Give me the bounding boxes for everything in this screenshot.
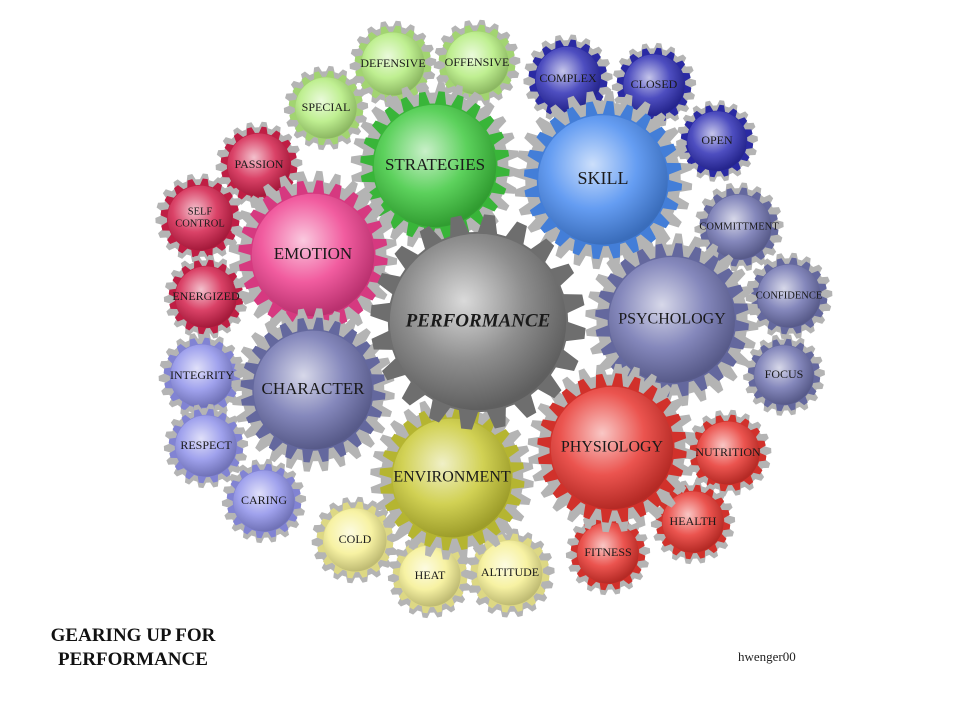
- diagram-caption: GEARING UP FOR PERFORMANCE: [18, 624, 248, 672]
- sub-gear-fitness: FITNESS: [565, 510, 651, 596]
- sub-gear-confidence: CONFIDENCE: [745, 252, 833, 340]
- main-gear-character: CHARACTER: [231, 308, 395, 472]
- gear-label: SKILL: [578, 168, 629, 188]
- gear-label: HEAT: [415, 568, 446, 582]
- gear-face: [399, 545, 461, 607]
- gear-label: PSYCHOLOGY: [618, 311, 726, 328]
- gear-face: [323, 508, 387, 572]
- gear-label: ENERGIZED: [172, 289, 240, 303]
- gear-label: ENVIRONMENT: [393, 469, 511, 486]
- gear-face: [233, 470, 295, 532]
- sub-gear-special: SPECIAL: [283, 65, 369, 151]
- sub-gear-offensive: OFFENSIVE: [433, 19, 521, 107]
- gear-face: [538, 115, 668, 245]
- sub-gear-open: OPEN: [676, 100, 758, 182]
- sub-gear-passion: PASSION: [215, 121, 303, 209]
- sub-gear-caring: CARING: [221, 458, 307, 544]
- gear-face: [662, 491, 724, 553]
- gear-label: CONFIDENCE: [756, 290, 823, 301]
- gear-face: [170, 344, 234, 408]
- gear-label: SPECIAL: [302, 100, 351, 114]
- gear-label: RESPECT: [180, 438, 232, 452]
- main-gear-emotion: EMOTION: [228, 170, 398, 340]
- gear-label: DEFENSIVE: [360, 56, 425, 70]
- gear-face: [477, 540, 543, 606]
- gear-label: OPEN: [701, 133, 733, 147]
- main-gear-psychology: PSYCHOLOGY: [585, 233, 759, 407]
- main-gear-strategies: STRATEGIES: [350, 81, 520, 251]
- sub-gear-focus: FOCUS: [743, 334, 825, 416]
- gear-face: [251, 193, 375, 317]
- caption-line-2: PERFORMANCE: [58, 649, 208, 670]
- gear-face: [361, 32, 425, 96]
- gear-label: COMPLEX: [539, 71, 597, 85]
- gear-label: CONTROL: [175, 218, 225, 229]
- gear-label: FOCUS: [765, 367, 804, 381]
- sub-gear-defensive: DEFENSIVE: [349, 20, 437, 108]
- gear-face: [392, 418, 512, 538]
- gear-label: EMOTION: [274, 244, 352, 263]
- gear-face: [757, 264, 821, 328]
- gear-face: [445, 31, 509, 95]
- gear-face: [389, 233, 567, 411]
- gear-label: STRATEGIES: [385, 155, 485, 174]
- main-gear-environment: ENVIRONMENT: [370, 396, 534, 560]
- gear-face: [706, 194, 772, 260]
- gear-label: PASSION: [235, 157, 284, 171]
- sub-gear-integrity: INTEGRITY: [158, 332, 246, 420]
- gear-face: [623, 54, 685, 116]
- gear-label: ALTITUDE: [481, 565, 539, 579]
- caption-line-1: GEARING UP FOR: [50, 625, 216, 646]
- gear-face: [167, 185, 233, 251]
- main-gear-physiology: PHYSIOLOGY: [527, 363, 697, 533]
- author-credit: hwenger00: [738, 649, 796, 664]
- sub-gear-committment: COMMITTMENT: [694, 182, 784, 272]
- gear-label: INTEGRITY: [170, 368, 234, 382]
- gear-face: [535, 46, 601, 112]
- gear-label: PHYSIOLOGY: [561, 439, 664, 456]
- gear-face: [687, 111, 747, 171]
- gear-face: [295, 77, 357, 139]
- sub-gear-nutrition: NUTRITION: [684, 409, 772, 497]
- gear-label: CHARACTER: [262, 379, 366, 398]
- gear-label: SELF: [188, 206, 213, 217]
- gear-label: COMMITTMENT: [699, 221, 779, 232]
- gear-face: [253, 330, 373, 450]
- sub-gear-respect: RESPECT: [163, 403, 249, 489]
- gear-label: PERFORMANCE: [405, 310, 551, 331]
- sub-gear-closed: CLOSED: [611, 42, 697, 128]
- gear-face: [373, 104, 497, 228]
- gear-face: [696, 421, 760, 485]
- gear-label: FITNESS: [584, 545, 631, 559]
- gear-face: [609, 257, 735, 383]
- sub-gear-altitude: ALTITUDE: [465, 528, 555, 618]
- sub-gear-cold: COLD: [311, 496, 399, 584]
- gear-label: CARING: [241, 493, 287, 507]
- gear-face: [754, 345, 814, 405]
- gear-label: OFFENSIVE: [445, 55, 510, 69]
- gear-face: [227, 133, 291, 197]
- gear-face: [175, 415, 237, 477]
- center-gear-performance: PERFORMANCE: [370, 214, 586, 430]
- sub-gear-energized: ENERGIZED: [163, 254, 249, 340]
- gear-label: HEALTH: [670, 514, 717, 528]
- gear-label: CLOSED: [631, 77, 678, 91]
- gear-face: [175, 266, 237, 328]
- gear-face: [577, 522, 639, 584]
- main-gear-skill: SKILL: [513, 90, 693, 270]
- gear-label: COLD: [339, 532, 372, 546]
- gear-label: NUTRITION: [695, 445, 761, 459]
- gear-face: [550, 386, 674, 510]
